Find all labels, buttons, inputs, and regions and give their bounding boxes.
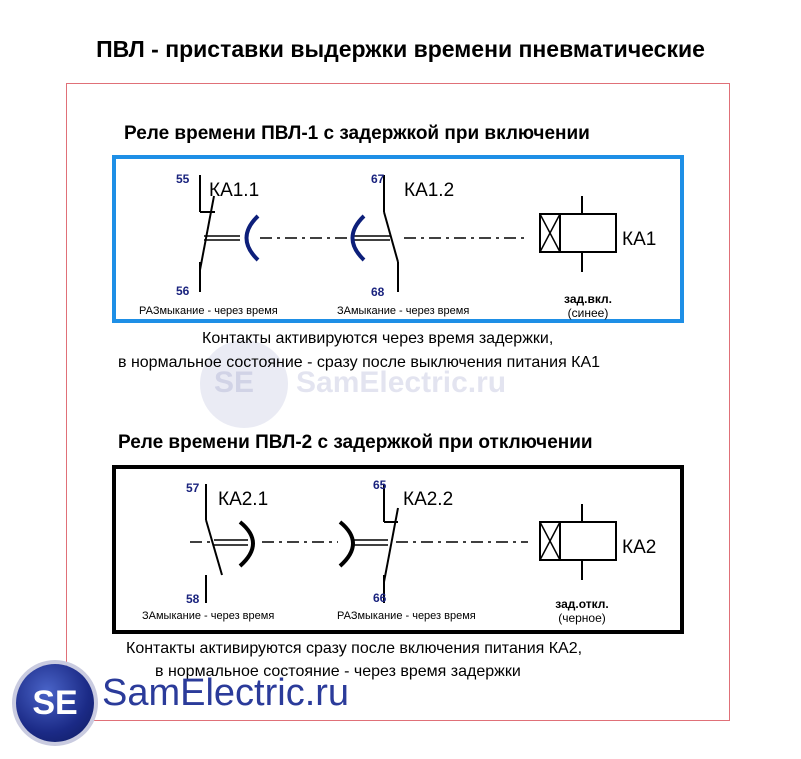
relay1-coil-label: КА1 [622,229,657,250]
relay1-delay-label: зад.вкл. [564,292,612,306]
logo-circle [16,664,94,742]
relay2-heading: Реле времени ПВЛ-2 с задержкой при отклю… [118,432,593,453]
relay2-contact1-label: КА2.1 [218,489,269,510]
watermark-text: SamElectric.ru [296,366,507,399]
relay1-contact1-label: КА1.1 [209,180,260,201]
relay1-pin-56: 56 [176,284,190,298]
relay1-frame [112,155,684,323]
relay1-heading: Реле времени ПВЛ-1 с задержкой при включ… [124,123,590,144]
relay2-contact2-label: КА2.2 [403,489,454,510]
relay2-description-line2: в нормальное состояние - через время зад… [155,663,521,680]
relay1-contact2-label: КА1.2 [404,180,455,201]
page-title: ПВЛ - приставки выдержки времени пневмат… [96,36,705,62]
logo-text: SamElectric.ru [102,672,350,714]
relay2-coil-label: КА2 [622,537,657,558]
relay2-coil-symbol [539,504,617,580]
relay2-delay-label: зад.откл. [555,597,609,611]
relay2-contact2-symbol [338,484,399,603]
relay1-delay-color: (синее) [567,306,609,320]
relay1-description-line2: в нормальное состояние - сразу после вык… [118,354,601,371]
watermark-logo-circle [200,340,288,428]
relay1-pin-67: 67 [371,172,385,186]
relay2-contact1-note: ЗАмыкание - через время [142,610,275,622]
outer-frame [66,83,730,721]
watermark-mark: SE [214,366,255,399]
relay1-description-line1: Контакты активируются через время задерж… [202,330,554,347]
relay2-delay-color: (черное) [558,611,606,625]
relay2-contact1-symbol [205,484,255,603]
relay1-contact2-note: ЗАмыкание - через время [337,305,470,317]
relay2-pin-66: 66 [373,591,387,605]
relay1-pin-55: 55 [176,172,190,186]
relay2-contact2-note: РАЗмыкание - через время [337,610,476,622]
relay2-frame [112,465,684,634]
relay1-contact1-note: РАЗмыкание - через время [139,305,278,317]
relay2-description-line1: Контакты активируются сразу после включе… [126,640,583,657]
relay2-pin-58: 58 [186,592,200,606]
relay1-contact1-symbol [199,175,260,292]
relay2-pin-65: 65 [373,478,387,492]
relay1-coil-symbol [539,196,617,272]
relay1-contact2-symbol [350,175,399,292]
relay1-pin-68: 68 [371,285,385,299]
relay2-pin-57: 57 [186,481,200,495]
logo-mark: SE [32,684,78,722]
